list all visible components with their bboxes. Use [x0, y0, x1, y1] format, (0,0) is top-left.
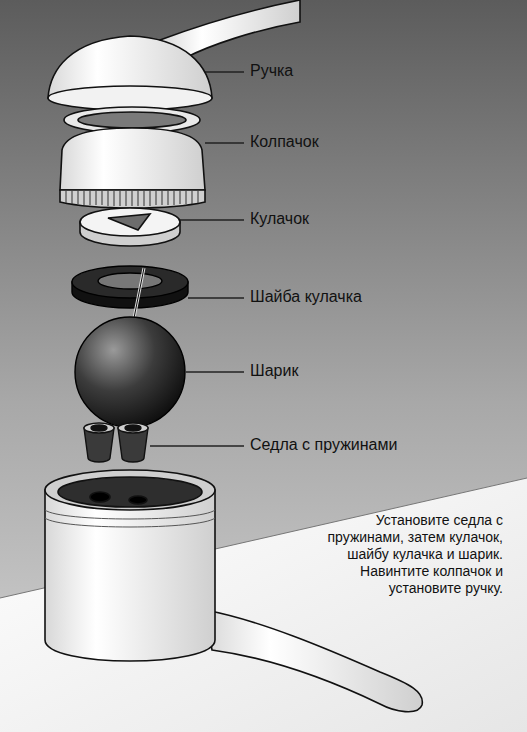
part-label: Колпачок [250, 133, 319, 151]
part-label: Ручка [250, 62, 293, 80]
leader-line [176, 219, 244, 220]
handle-part [48, 0, 300, 110]
part-label: Шайба кулачка [250, 288, 362, 306]
cap-knurling [66, 191, 198, 206]
part-label: Седла с пружинами [250, 436, 397, 454]
cap-part [60, 107, 205, 208]
body-threads [45, 510, 215, 527]
part-label: Кулачок [250, 210, 309, 228]
ball-part [75, 268, 185, 427]
part-label: Шарик [250, 362, 298, 380]
leader-line [150, 445, 244, 446]
countertop [0, 478, 527, 732]
leader-line [205, 142, 244, 143]
seats-part [84, 423, 148, 462]
washer-part [72, 266, 188, 308]
leader-line [188, 297, 244, 298]
leader-line [205, 71, 244, 72]
cam-part [80, 208, 180, 246]
faucet-body [45, 470, 422, 712]
instruction-note: Установите седла с пружинами, затем кула… [318, 512, 503, 597]
leader-line [186, 371, 244, 372]
